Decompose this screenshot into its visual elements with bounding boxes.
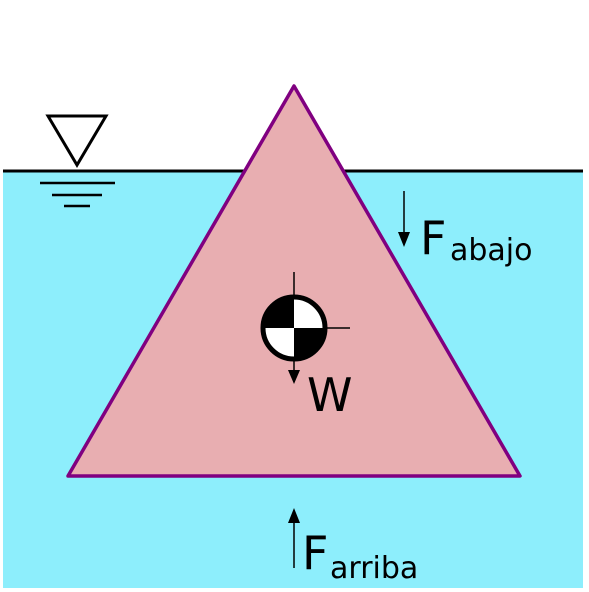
- weight-label: W: [307, 368, 352, 422]
- svg-text:abajo: abajo: [450, 233, 533, 268]
- svg-text:F: F: [420, 211, 446, 265]
- water-level-icon: [40, 114, 115, 208]
- down-force-label: F abajo: [420, 211, 533, 268]
- down-force-arrow: [398, 191, 410, 247]
- up-force-arrow: [288, 508, 300, 568]
- up-force-label: F arriba: [302, 526, 418, 586]
- svg-text:arriba: arriba: [330, 551, 418, 586]
- svg-text:F: F: [302, 526, 328, 580]
- center-of-gravity-icon: [260, 272, 350, 384]
